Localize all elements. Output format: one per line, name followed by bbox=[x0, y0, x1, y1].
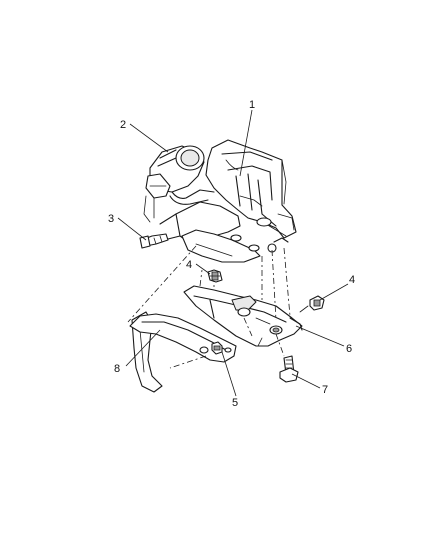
leader-lines bbox=[117, 109, 349, 397]
callout-7: 7 bbox=[322, 384, 328, 396]
callout-4-right: 4 bbox=[349, 274, 355, 286]
sensor-module bbox=[143, 145, 215, 223]
callout-5: 5 bbox=[232, 397, 238, 409]
bolt-4-right bbox=[299, 295, 325, 313]
bolt-4-left bbox=[207, 269, 223, 283]
callout-4-left: 4 bbox=[186, 259, 192, 271]
callouts: 1 2 3 4 4 5 6 7 8 bbox=[108, 99, 355, 409]
bolt-5 bbox=[211, 341, 223, 355]
callout-8: 8 bbox=[114, 363, 120, 375]
callout-2: 2 bbox=[120, 119, 126, 131]
bolt-7 bbox=[279, 355, 299, 383]
bolt-3 bbox=[139, 233, 169, 249]
mount-bracket bbox=[183, 285, 303, 347]
callout-3: 3 bbox=[108, 213, 114, 225]
callout-6: 6 bbox=[346, 343, 352, 355]
transmission-housing bbox=[205, 139, 297, 239]
callout-1: 1 bbox=[249, 99, 255, 111]
heat-shield bbox=[129, 313, 237, 363]
crossmember-frame bbox=[159, 201, 289, 263]
